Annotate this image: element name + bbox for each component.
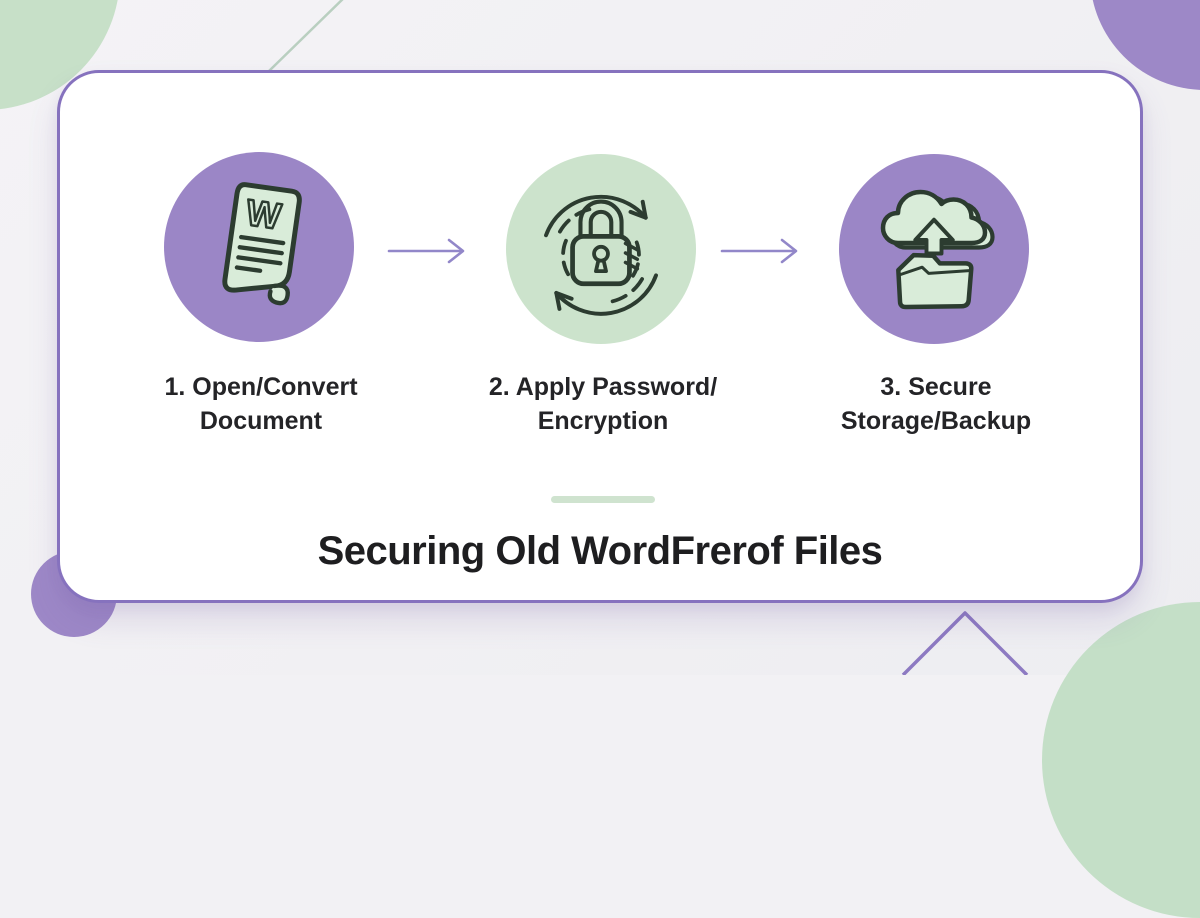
- step1-label-line1: 1. Open/Convert: [164, 373, 358, 401]
- step1-circle: W: [164, 152, 354, 342]
- title-divider: [551, 496, 655, 503]
- arrow-right-icon: [720, 238, 798, 264]
- page-title: Securing Old WordFrerof Files: [317, 529, 883, 573]
- cloud-folder-backup-icon: [880, 189, 995, 310]
- step2-circle: [506, 154, 696, 344]
- step2-label-line1: 2. Apply Password/: [488, 373, 718, 401]
- decor-chevron-shape: [901, 611, 1029, 675]
- svg-text:W: W: [244, 192, 284, 237]
- encryption-lock-icon: [544, 194, 658, 316]
- step3-label: 3. Secure Storage/Backup: [771, 370, 1101, 438]
- step2-label-line2: Encryption: [537, 407, 669, 435]
- word-document-icon: W: [222, 182, 302, 306]
- step1-label: 1. Open/Convert Document: [96, 370, 426, 438]
- decor-diagonal-line: [267, 0, 344, 73]
- step3-label-line1: 3. Secure: [880, 373, 992, 401]
- step2-label: 2. Apply Password/ Encryption: [438, 370, 768, 438]
- step3-label-line2: Storage/Backup: [840, 407, 1032, 435]
- step1-label-line2: Document: [199, 407, 323, 435]
- arrow-right-icon: [387, 238, 465, 264]
- content-card: W: [57, 70, 1143, 603]
- step3-circle: [839, 154, 1029, 344]
